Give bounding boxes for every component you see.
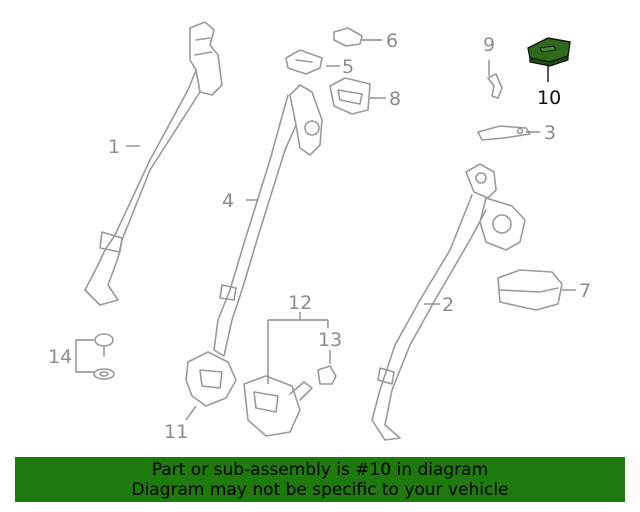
callout-6: 6 [386,30,398,52]
callout-3: 3 [544,122,556,144]
callout-11: 11 [164,421,188,443]
parts-diagram: 1 2 3 4 5 6 7 8 9 10 11 12 13 14 [48,21,591,443]
callout-5: 5 [342,56,354,78]
callout-10: 10 [537,87,561,109]
info-banner: Part or sub-assembly is #10 in diagram D… [15,457,625,502]
callout-1: 1 [108,136,120,158]
part-14-fastener [93,333,115,380]
callout-12: 12 [288,292,312,314]
callout-14: 14 [48,346,72,368]
callout-4: 4 [222,190,234,212]
banner-line-2: Diagram may not be specific to your vehi… [131,479,509,500]
part-3-bracket [477,125,531,141]
callout-9: 9 [483,34,495,56]
callout-2: 2 [442,294,454,316]
banner-line-1: Part or sub-assembly is #10 in diagram [151,459,489,480]
part-2-seat-belt-right [371,163,526,441]
part-5-bracket [285,49,323,75]
part-8-cover [329,77,371,115]
callout-labels: 1 2 3 4 5 6 7 8 9 10 11 12 13 14 [48,30,591,443]
part-10-highlighted [527,37,571,67]
part-7-trim-cover [497,269,563,311]
part-11-buckle [185,351,237,407]
part-4-seat-belt-middle [213,84,323,357]
callout-13: 13 [318,329,342,351]
callout-8: 8 [389,88,401,110]
leader-lines [75,39,576,421]
part-9-bracket [487,73,503,99]
part-1-seat-belt-left [84,21,223,306]
part-6-clip [333,27,363,47]
part-13-connector [317,365,337,385]
part-12-buckle-assembly [243,375,313,437]
callout-7: 7 [579,280,591,302]
